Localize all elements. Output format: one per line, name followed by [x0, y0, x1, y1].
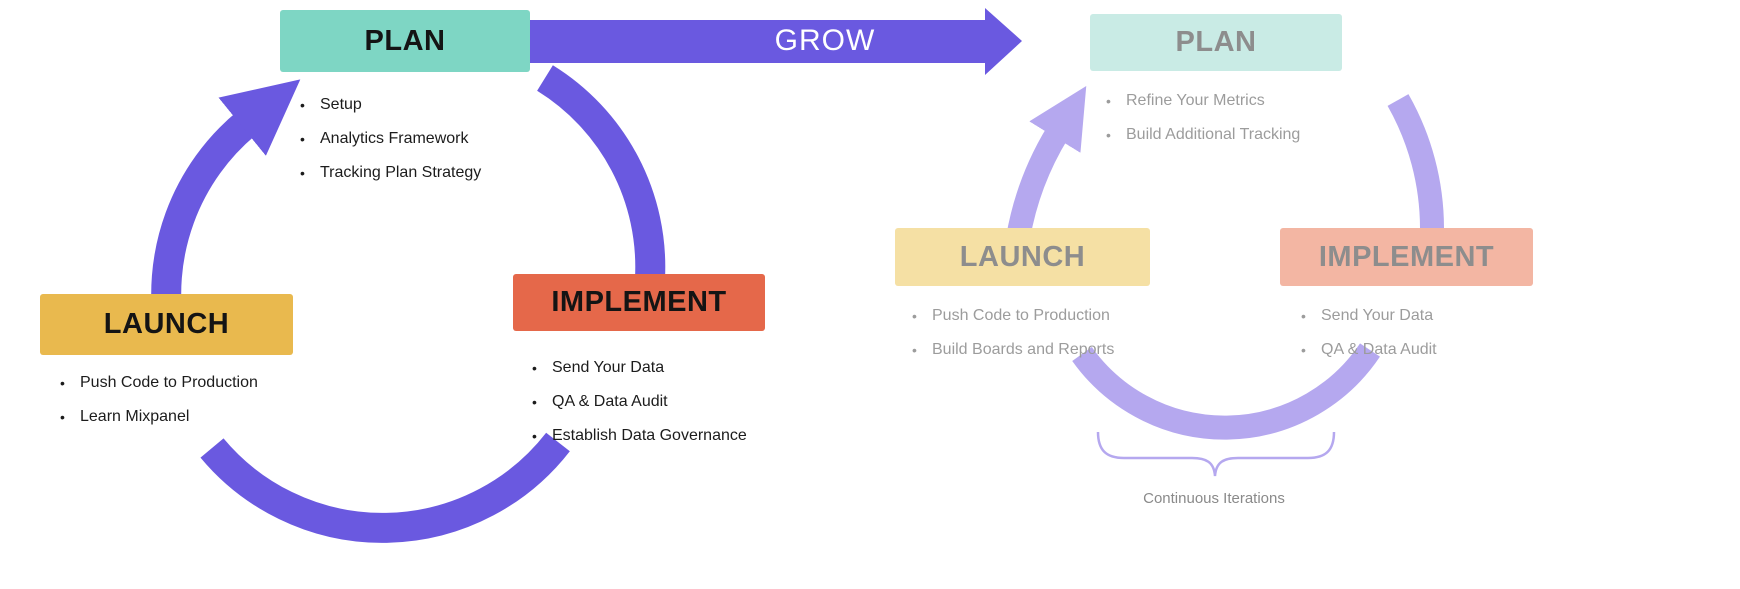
- bullet-item: Refine Your Metrics: [1102, 84, 1300, 118]
- bullet-item: Push Code to Production: [908, 299, 1114, 333]
- bullet-item: Establish Data Governance: [528, 419, 747, 453]
- right-plan-title: PLAN: [1175, 26, 1257, 58]
- bullet-item: Learn Mixpanel: [56, 400, 258, 434]
- right-plan-box: PLAN: [1090, 14, 1342, 71]
- left-launch-bullets: Push Code to Production Learn Mixpanel: [56, 366, 258, 434]
- bullet-item: Send Your Data: [1297, 299, 1437, 333]
- right-cycle-arrow-implement-to-launch: [1072, 343, 1380, 440]
- left-launch-title: LAUNCH: [103, 308, 230, 340]
- left-cycle-arrow-implement-to-launch: [200, 432, 570, 543]
- grow-arrow-shape: [530, 8, 1022, 75]
- grow-arrow-label: GROW: [774, 24, 876, 57]
- left-plan-title: PLAN: [364, 24, 446, 57]
- bullet-item: Send Your Data: [528, 351, 747, 385]
- left-cycle-arrow-plan-to-implement: [536, 65, 666, 279]
- left-implement-box: IMPLEMENT: [513, 274, 765, 331]
- right-launch-bullets: Push Code to Production Build Boards and…: [908, 299, 1114, 367]
- right-launch-title: LAUNCH: [959, 240, 1086, 273]
- bullet-item: Build Boards and Reports: [908, 333, 1114, 367]
- right-plan-bullets: Refine Your Metrics Build Additional Tra…: [1102, 84, 1300, 152]
- bullet-item: Setup: [296, 88, 481, 122]
- right-cycle-arrow-launch-to-plan: [1006, 85, 1087, 241]
- right-cycle-arrow-plan-to-implement: [1387, 94, 1444, 229]
- bullet-item: Push Code to Production: [56, 366, 258, 400]
- bullet-item: QA & Data Audit: [528, 385, 747, 419]
- left-plan-bullets: Setup Analytics Framework Tracking Plan …: [296, 88, 481, 190]
- left-plan-box: PLAN: [280, 10, 530, 72]
- bullet-item: QA & Data Audit: [1297, 333, 1437, 367]
- bullet-item: Tracking Plan Strategy: [296, 156, 481, 190]
- right-launch-box: LAUNCH: [895, 228, 1150, 286]
- bullet-item: Analytics Framework: [296, 122, 481, 156]
- continuous-iterations-caption: Continuous Iterations: [1143, 490, 1285, 507]
- right-implement-title: IMPLEMENT: [1318, 240, 1495, 273]
- left-implement-title: IMPLEMENT: [551, 286, 727, 318]
- curly-brace-icon: [1096, 431, 1336, 477]
- left-launch-box: LAUNCH: [40, 294, 293, 355]
- left-implement-bullets: Send Your Data QA & Data Audit Establish…: [528, 351, 747, 453]
- right-implement-bullets: Send Your Data QA & Data Audit: [1297, 299, 1437, 367]
- right-implement-box: IMPLEMENT: [1280, 228, 1533, 286]
- bullet-item: Build Additional Tracking: [1102, 118, 1300, 152]
